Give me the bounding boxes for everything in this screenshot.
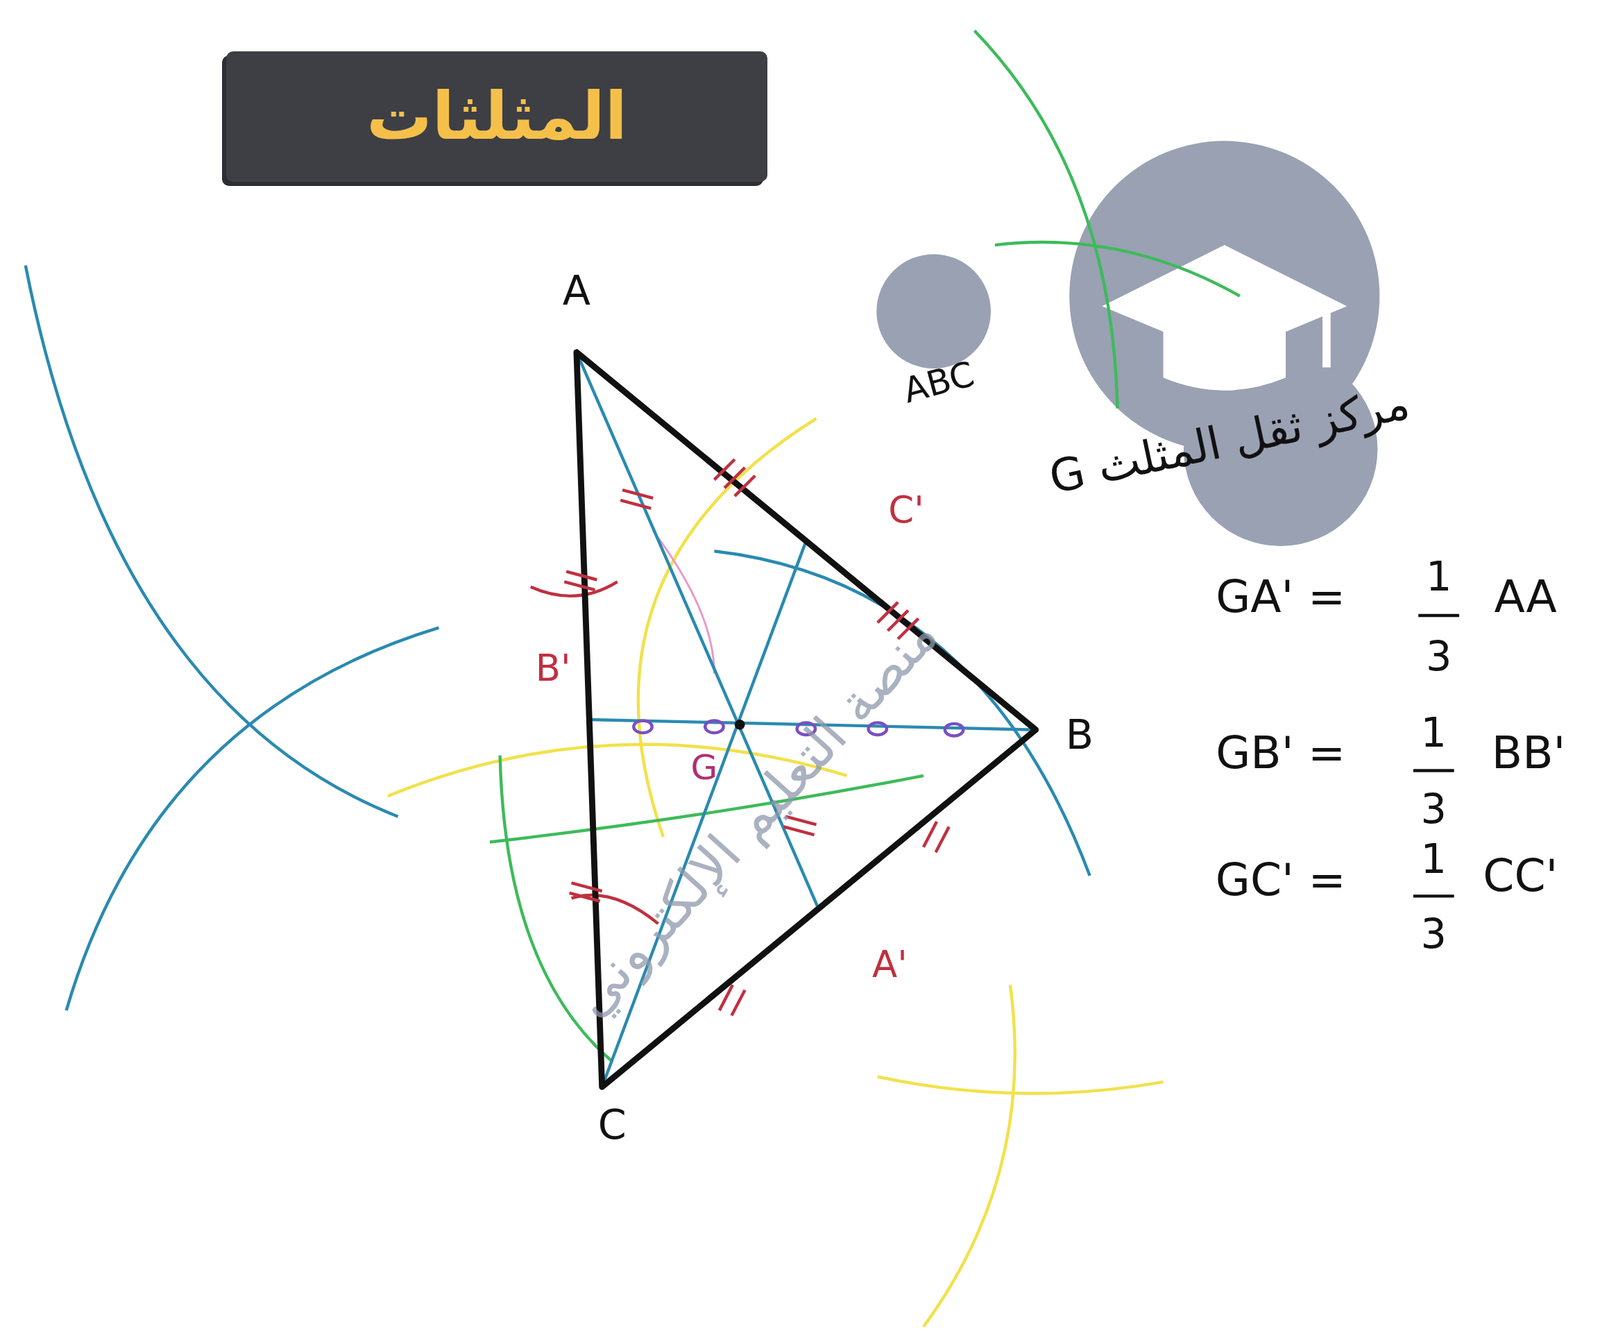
fraction-number: 3 bbox=[1420, 788, 1447, 830]
formula-text: BB' bbox=[1491, 730, 1567, 776]
fraction-number: 1 bbox=[1425, 556, 1452, 598]
fraction-number: 1 bbox=[1420, 712, 1447, 754]
fraction-bars bbox=[1413, 615, 1460, 896]
centroid-label: G bbox=[690, 750, 718, 785]
fraction-number: 3 bbox=[1420, 913, 1447, 955]
formula-text: GA' = bbox=[1215, 574, 1346, 620]
watermark-logo bbox=[876, 140, 1380, 547]
fraction-number: 3 bbox=[1425, 635, 1452, 677]
vertex-label: C bbox=[598, 1103, 627, 1145]
vertex-label: A bbox=[562, 270, 591, 312]
centroid-dot bbox=[734, 719, 746, 730]
title-text: المثلثات bbox=[366, 78, 628, 155]
vertex-label: B bbox=[1065, 713, 1094, 755]
formula-text: GC' = bbox=[1215, 856, 1347, 902]
fraction-number: 1 bbox=[1420, 838, 1447, 880]
formula-text: CC' bbox=[1482, 852, 1558, 898]
construction-arcs bbox=[25, 30, 1240, 1327]
midpoint-label: B' bbox=[535, 650, 572, 687]
title-box: المثلثات bbox=[226, 51, 767, 182]
formula-text: AA bbox=[1493, 574, 1557, 620]
midpoint-label: C' bbox=[888, 491, 925, 529]
formula-text: GB' = bbox=[1215, 730, 1346, 776]
midpoint-label: A' bbox=[872, 945, 908, 983]
note-text: ABC bbox=[899, 356, 978, 409]
